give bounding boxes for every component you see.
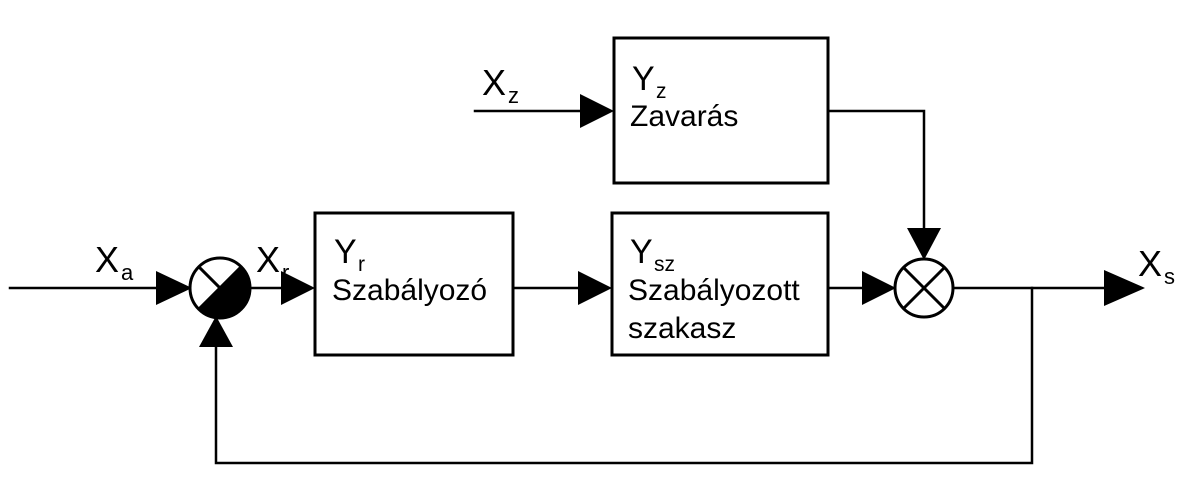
block-plant-label-line2: szakasz <box>628 312 736 345</box>
arrowhead-feedback <box>199 316 233 347</box>
block-disturbance-symbol: Y <box>632 60 655 98</box>
block-plant-label: Szabályozott <box>628 274 800 307</box>
block-controller-symbol: Y <box>334 233 357 271</box>
signal-sublabel-disturbance-input: z <box>508 83 519 108</box>
error-junction-quadrant-bottom <box>198 288 242 318</box>
signal-label-output: X <box>1138 243 1162 284</box>
block-controller-symbol-sub: r <box>358 253 365 276</box>
wire-disturbance-to-junction <box>826 109 926 234</box>
block-controller <box>313 211 515 357</box>
signal-sublabel-reference: a <box>121 260 134 285</box>
block-plant-symbol: Y <box>630 233 653 271</box>
arrowhead-disturbance-input <box>580 94 614 128</box>
error-junction <box>188 256 252 320</box>
error-junction-quadrant-right <box>220 266 250 310</box>
block-disturbance-label: Zavarás <box>630 100 738 133</box>
wire-feedback <box>214 286 1034 465</box>
block-controller-label: Szabályozó <box>332 274 487 307</box>
signal-label-error: X <box>256 239 280 280</box>
arrowhead-plant-to-junction <box>862 271 896 305</box>
output-junction <box>893 257 955 319</box>
output-junction-cross-b <box>902 266 946 310</box>
block-disturbance-symbol-sub: z <box>656 80 667 103</box>
signal-label-reference: X <box>95 239 119 280</box>
block-plant <box>610 211 830 357</box>
signal-label-disturbance-input: X <box>482 62 506 103</box>
signal-sublabel-output: s <box>1164 264 1175 289</box>
arrowhead-controller-to-plant <box>578 271 612 305</box>
error-junction-cross-b <box>197 265 243 311</box>
arrowhead-error-to-controller <box>281 271 315 305</box>
arrowhead-disturbance-to-junction <box>907 228 941 260</box>
arrowhead-reference-input <box>156 271 192 305</box>
arrowhead-output <box>1104 270 1145 306</box>
signal-sublabel-error: r <box>282 260 289 285</box>
block-plant-symbol-sub: sz <box>654 253 675 276</box>
